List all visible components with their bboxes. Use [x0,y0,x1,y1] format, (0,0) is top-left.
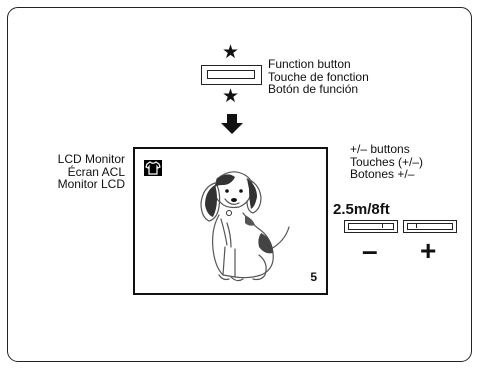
plus-button-inner [407,223,453,230]
star-icon: ★ [222,42,240,63]
distance-label: 2.5m/8ft [333,201,390,218]
dog-illustration [200,171,290,282]
lcd-monitor-label: LCD Monitor Écran ACL Monitor LCD [58,153,125,191]
function-button[interactable] [201,65,262,85]
pm-buttons-label-es: Botones +/– [350,167,415,181]
lcd-monitor-label-fr: Écran ACL [67,164,125,179]
function-button-label: Function button Touche de fonction Botón… [268,58,369,96]
lcd-number: 5 [310,270,317,284]
lcd-monitor: 5 [133,147,328,295]
function-button-inner [207,70,255,79]
pm-buttons-label-en: +/– buttons [350,142,410,156]
lcd-monitor-label-es: Monitor LCD [57,177,125,191]
shirt-icon [144,160,162,176]
star-icon: ★ [222,86,240,107]
plus-sign: + [420,235,437,266]
minus-button-tick [382,223,383,228]
plus-button[interactable] [403,220,457,233]
minus-button-inner [348,223,394,230]
function-button-label-es: Botón de función [268,82,359,96]
function-button-label-en: Function button [268,57,351,71]
lcd-monitor-label-en: LCD Monitor [57,152,125,166]
down-arrow-icon [221,114,243,134]
pm-buttons-label-fr: Touches (+/–) [350,154,424,169]
plus-button-tick [416,223,417,228]
pm-buttons-label: +/– buttons Touches (+/–) Botones +/– [350,143,423,181]
minus-sign: – [362,235,378,266]
outer-frame [7,7,472,362]
function-button-label-fr: Touche de fonction [268,69,369,84]
minus-button[interactable] [344,220,398,233]
